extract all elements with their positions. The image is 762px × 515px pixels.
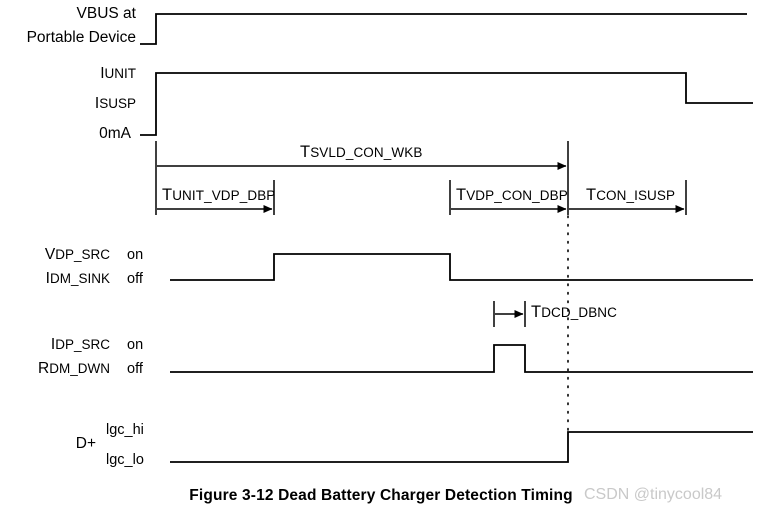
signal-label-vdp-src: VDP_SRC <box>0 246 110 264</box>
timing-label-tsvld-con-wkb: TSVLD_CON_WKB <box>300 143 422 162</box>
signal-label-vdp-src-rest: DP_SRC <box>55 247 110 262</box>
timing-label-tcon-isusp-cap: T <box>586 186 597 204</box>
signal-label-idp-src-rest: DP_SRC <box>55 337 110 352</box>
level-label-iunit-cap: I <box>100 65 105 82</box>
level-label-iunit-rest: UNIT <box>104 66 137 81</box>
level-label-isusp: ISUSP <box>0 95 136 113</box>
signal-label-d-plus: D+ <box>75 435 96 452</box>
level-label-isusp-cap: I <box>94 95 100 112</box>
signal-label-idm-sink: IDM_SINK <box>0 270 110 288</box>
timing-label-tunit-vdp-dbp-rest: UNIT_VDP_DBP <box>172 188 276 203</box>
timing-label-tdcd-dbnc-rest: DCD_DBNC <box>541 305 617 320</box>
timing-label-tcon-isusp-rest: CON_ISUSP <box>596 188 676 203</box>
waveform-d-plus <box>170 431 753 463</box>
level-label-vdp-src-off: off <box>127 271 143 287</box>
timing-label-tvdp-con-dbp: TVDP_CON_DBP <box>456 186 568 205</box>
signal-label-vdp-src-cap: V <box>44 246 56 263</box>
timing-label-tdcd-dbnc: TDCD_DBNC <box>531 303 617 322</box>
waveform-vdp-src-idm-sink <box>170 253 753 281</box>
signal-label-rdm-dwn-rest: DM_DWN <box>49 361 110 376</box>
timing-label-tvdp-con-dbp-cap: T <box>456 186 467 204</box>
timing-label-tdcd-dbnc-cap: T <box>531 303 542 321</box>
signal-label-rdm-dwn: RDM_DWN <box>0 360 110 378</box>
csdn-watermark: CSDN @tinycool84 <box>584 486 723 503</box>
timing-reference-lines <box>155 141 687 215</box>
signal-label-rdm-dwn-cap: R <box>38 360 50 377</box>
level-label-vdp-src-on: on <box>127 247 144 263</box>
signal-label-idm-sink-cap: I <box>45 270 50 287</box>
waveform-current <box>140 72 753 136</box>
figure-caption: Figure 3-12 Dead Battery Charger Detecti… <box>189 487 573 504</box>
timing-label-tcon-isusp: TCON_ISUSP <box>586 186 675 205</box>
signal-label-vbus-line2: Portable Device <box>26 29 136 46</box>
signal-label-vbus-line1: VBUS at <box>76 5 136 22</box>
signal-label-idp-src: IDP_SRC <box>0 336 110 354</box>
level-label-0ma: 0mA <box>99 125 131 142</box>
signal-label-idm-sink-rest: DM_SINK <box>49 271 110 286</box>
timing-label-tunit-vdp-dbp-cap: T <box>162 186 173 204</box>
level-label-iunit: IUNIT <box>0 65 136 83</box>
level-label-idp-src-on: on <box>127 337 144 353</box>
signal-label-idp-src-cap: I <box>50 336 56 353</box>
arrow-tdcd-dbnc <box>493 301 526 327</box>
waveform-idp-src-rdm-dwn <box>170 344 753 373</box>
level-label-lgc-hi: lgc_hi <box>106 422 144 438</box>
timing-label-tsvld-con-wkb-rest: SVLD_CON_WKB <box>310 145 423 160</box>
timing-label-tvdp-con-dbp-rest: VDP_CON_DBP <box>466 188 568 203</box>
timing-label-tunit-vdp-dbp: TUNIT_VDP_DBP <box>162 186 275 205</box>
level-label-isusp-rest: SUSP <box>99 96 136 111</box>
timing-label-tsvld-con-wkb-cap: T <box>300 143 311 161</box>
level-label-lgc-lo: lgc_lo <box>106 452 144 468</box>
level-label-idp-src-off: off <box>127 361 143 377</box>
waveform-vbus <box>140 13 747 45</box>
